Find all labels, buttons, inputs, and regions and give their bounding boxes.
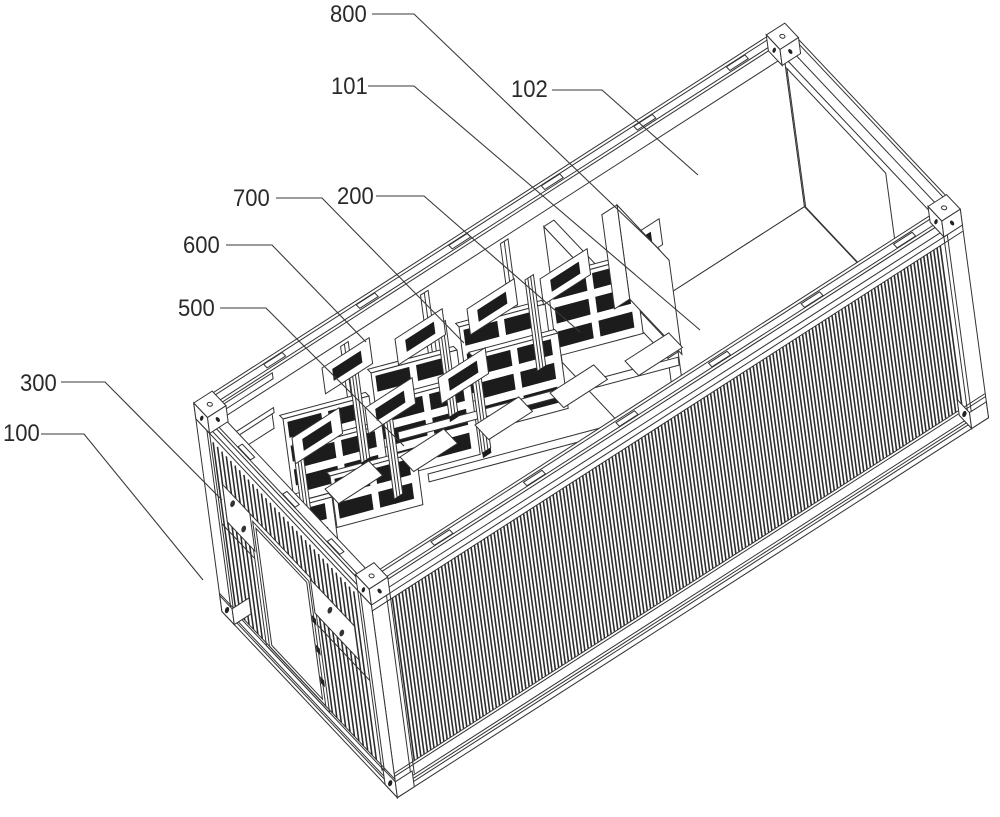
svg-text:600: 600 — [183, 231, 220, 258]
svg-text:102: 102 — [511, 75, 548, 102]
svg-text:700: 700 — [233, 184, 270, 211]
svg-text:101: 101 — [331, 72, 368, 99]
svg-text:300: 300 — [20, 369, 57, 396]
svg-text:200: 200 — [337, 182, 374, 209]
svg-text:100: 100 — [3, 419, 40, 446]
svg-text:800: 800 — [330, 0, 367, 27]
svg-text:500: 500 — [178, 294, 215, 321]
